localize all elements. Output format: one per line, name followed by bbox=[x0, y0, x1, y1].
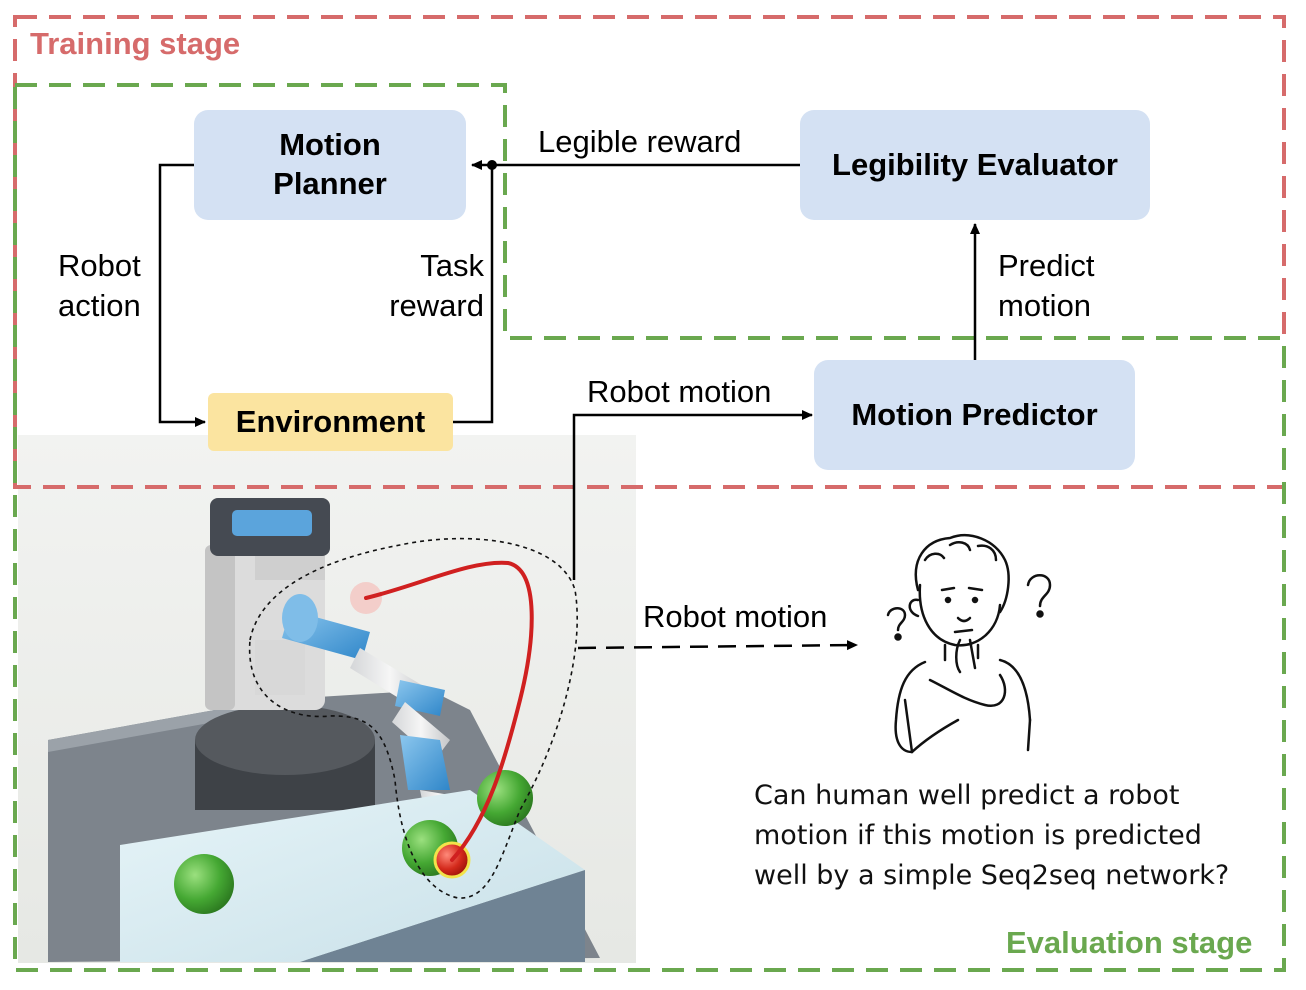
robot-motion-bottom-label: Robot motion bbox=[643, 599, 828, 634]
predict-motion-line2: motion bbox=[998, 288, 1092, 323]
predict-motion-label: Predict motion bbox=[998, 246, 1094, 326]
question-line3: well by a simple Seq2seq network? bbox=[754, 860, 1230, 891]
thinking-person-icon bbox=[886, 533, 1052, 754]
predict-motion-line1: Predict bbox=[998, 248, 1095, 283]
motion-planner-line2: Planner bbox=[273, 166, 387, 201]
evaluation-stage-boundary bbox=[13, 83, 1286, 972]
task-reward-line1: Task bbox=[420, 248, 484, 283]
motion-planner-node: Motion Planner bbox=[194, 110, 466, 220]
motion-predictor-node: Motion Predictor bbox=[814, 360, 1135, 470]
task-reward-line2: reward bbox=[389, 288, 484, 323]
robot-action-label: Robot action bbox=[58, 246, 141, 326]
environment-node: Environment bbox=[208, 393, 453, 451]
training-stage-boundary bbox=[13, 15, 1286, 489]
robot-motion-top-label: Robot motion bbox=[587, 374, 772, 409]
legible-reward-label: Legible reward bbox=[538, 124, 742, 159]
task-reward-label: Task reward bbox=[372, 246, 484, 326]
edge-robot-action bbox=[158, 163, 206, 427]
robot-action-line2: action bbox=[58, 288, 141, 323]
evaluation-question: Can human well predict a robot motion if… bbox=[754, 776, 1274, 896]
training-stage-title: Training stage bbox=[30, 26, 241, 61]
robot-action-line1: Robot bbox=[58, 248, 141, 283]
edge-robot-motion-bottom bbox=[577, 640, 858, 651]
motion-planner-line1: Motion bbox=[279, 127, 381, 163]
connectors bbox=[158, 160, 980, 651]
evaluation-stage-title: Evaluation stage bbox=[1006, 925, 1253, 960]
question-line2: motion if this motion is predicted bbox=[754, 820, 1202, 851]
legibility-evaluator-node: Legibility Evaluator bbox=[800, 110, 1150, 220]
robot-scene-image bbox=[18, 435, 636, 963]
question-line1: Can human well predict a robot bbox=[754, 780, 1180, 811]
edge-task-reward bbox=[453, 165, 494, 424]
edge-robot-motion-top bbox=[572, 410, 813, 580]
